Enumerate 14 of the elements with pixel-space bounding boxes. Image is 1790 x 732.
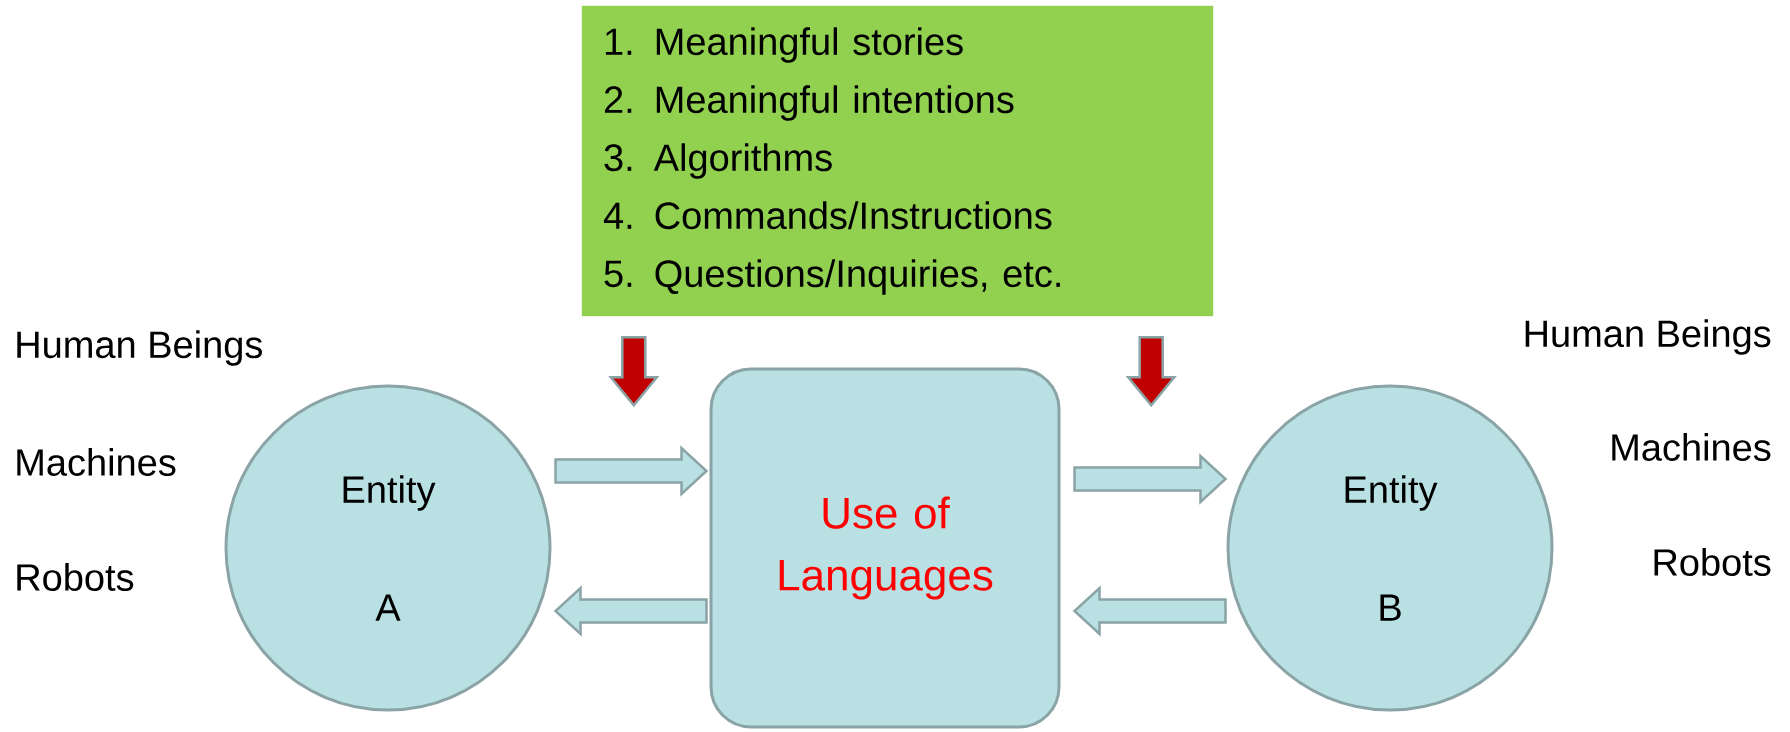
side-label: Robots [1654, 548, 1771, 576]
block-arrow [554, 445, 709, 497]
list-box: 1. Meaningful stories 2. Meaningful intentions 3. Algorithms 4. Commands/Instructions 5. Questions/Inquiries, etc. [581, 5, 1214, 317]
side-label: Robots [17, 563, 134, 591]
block-arrow [1125, 335, 1177, 408]
side-label: Machines [1612, 433, 1771, 461]
side-label: Human Beings [17, 330, 262, 366]
side-label: Human Beings [1525, 319, 1771, 355]
block-arrow [1073, 453, 1228, 505]
side-label: Machines [17, 448, 176, 476]
block-arrow [1072, 585, 1227, 637]
process-box: Use of Languages [709, 367, 1061, 729]
block-arrow [608, 335, 660, 408]
block-arrow [553, 585, 708, 637]
